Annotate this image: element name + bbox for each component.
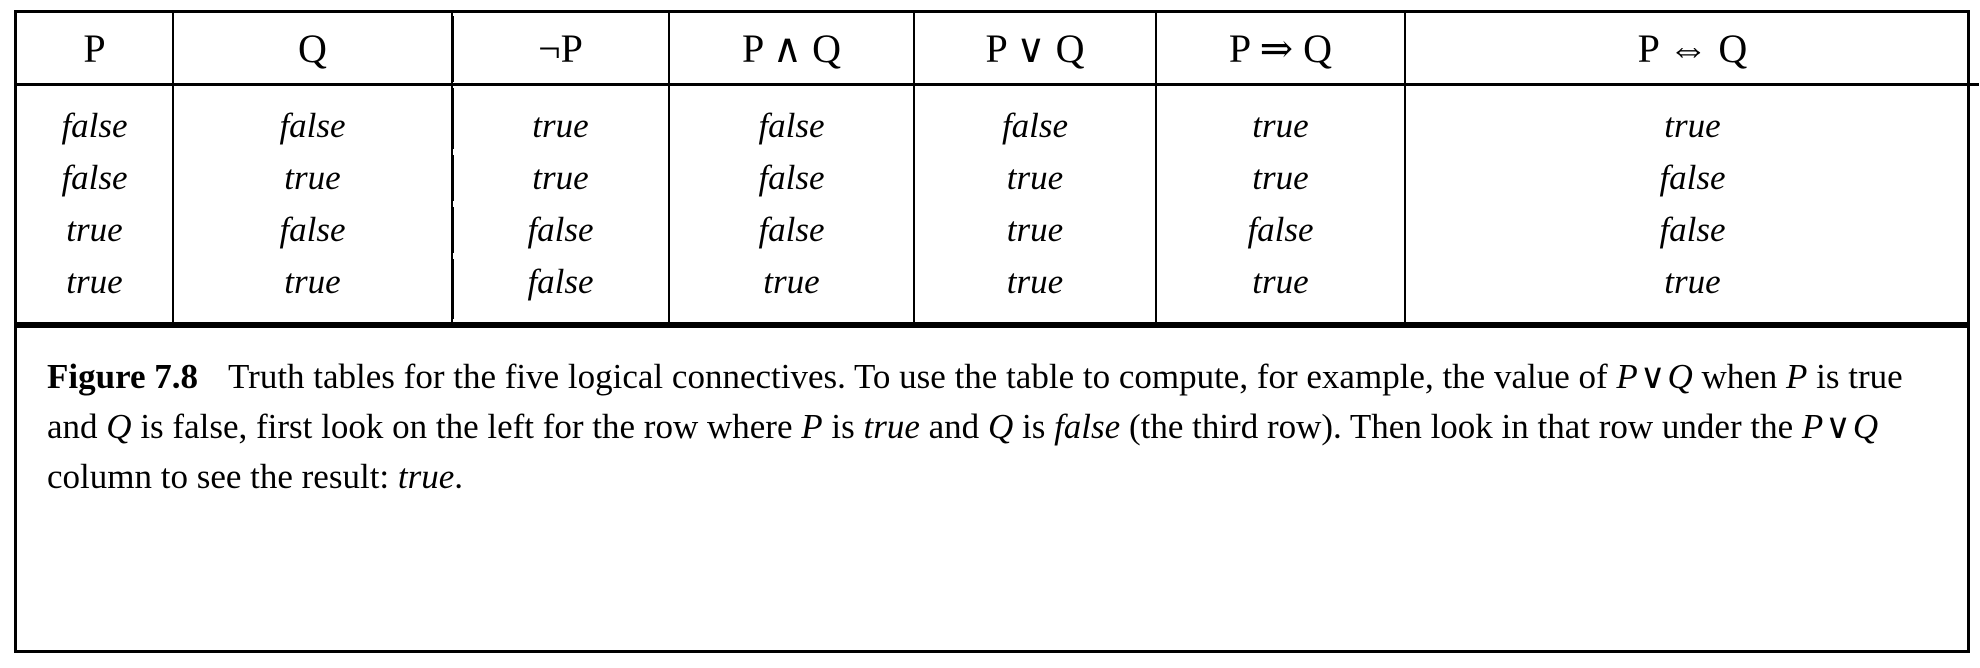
column-header-not-p: ¬P: [452, 13, 670, 86]
table-row: true true false true true true true: [17, 256, 1979, 322]
cell-p: true: [17, 204, 174, 256]
cell-q: false: [173, 204, 453, 256]
cell-q: true: [173, 256, 453, 322]
cell-or: true: [914, 152, 1157, 204]
cell-imp: true: [1156, 84, 1406, 152]
figure-label: Figure 7.8: [47, 357, 199, 396]
caption-math-p-4: P: [1801, 407, 1824, 446]
table-row: true false false false true false false: [17, 204, 1979, 256]
table-row: false false true false false true true: [17, 84, 1979, 152]
table-caption-divider: [17, 322, 1967, 328]
cell-np: false: [452, 256, 670, 322]
cell-np: false: [452, 204, 670, 256]
cell-or: false: [914, 84, 1157, 152]
cell-p: false: [17, 84, 174, 152]
column-header-p-and-q: P ∧ Q: [669, 13, 915, 86]
truth-table: P Q ¬P P ∧ Q P ∨ Q P ⇒ Q P ⇔ Q false fal…: [17, 13, 1979, 322]
figure-caption: Figure 7.8 Truth tables for the five logi…: [17, 328, 1967, 502]
caption-text-6: and: [919, 407, 988, 446]
column-header-q: Q: [173, 13, 453, 86]
cell-and: false: [669, 84, 915, 152]
caption-text-10: .: [454, 457, 464, 496]
cell-iff: false: [1659, 158, 1726, 197]
cell-q: true: [173, 152, 453, 204]
cell-or: true: [914, 204, 1157, 256]
cell-iff: true: [1664, 262, 1721, 301]
figure-container: P Q ¬P P ∧ Q P ∨ Q P ⇒ Q P ⇔ Q false fal…: [14, 10, 1979, 653]
caption-text-2: when: [1692, 357, 1787, 396]
cell-and: false: [669, 152, 915, 204]
caption-math-q-3: Q: [987, 407, 1014, 446]
cell-imp: false: [1156, 204, 1406, 256]
column-header-p-implies-q: P ⇒ Q: [1156, 13, 1406, 86]
caption-text-1: Truth tables for the five logical connec…: [228, 357, 1617, 396]
cell-np: true: [452, 152, 670, 204]
cell-imp: true: [1156, 256, 1406, 322]
caption-or-operator-2: ∨: [1825, 407, 1851, 446]
caption-math-p-3: P: [801, 407, 823, 446]
caption-text-3: is true and: [47, 357, 1903, 446]
cell-or: true: [914, 256, 1157, 322]
table-row: false true true false true true false: [17, 152, 1979, 204]
caption-math-q-1: Q: [1667, 357, 1693, 396]
cell-iff: true: [1664, 106, 1721, 145]
cell-p: true: [17, 256, 174, 322]
caption-math-p-1: P: [1616, 357, 1638, 396]
column-header-p: P: [17, 13, 174, 86]
cell-q: false: [173, 84, 453, 152]
caption-text-5: is: [822, 407, 864, 446]
caption-text-9: column to see the result:: [47, 457, 398, 496]
caption-text-7: is: [1013, 407, 1055, 446]
table-header-row: P Q ¬P P ∧ Q P ∨ Q P ⇒ Q P ⇔ Q: [17, 13, 1979, 86]
cell-imp: true: [1156, 152, 1406, 204]
cell-and: false: [669, 204, 915, 256]
caption-value-true-1: true: [863, 407, 920, 446]
caption-text-8: (the third row). Then look in that row u…: [1120, 407, 1802, 446]
cell-p: false: [17, 152, 174, 204]
caption-math-q-2: Q: [106, 407, 132, 446]
caption-value-true-2: true: [397, 457, 455, 496]
caption-text-4: is false, first look on the left for the…: [131, 407, 802, 446]
cell-np: true: [452, 84, 670, 152]
caption-math-q-4: Q: [1852, 407, 1879, 446]
column-header-p-or-q: P ∨ Q: [914, 13, 1157, 86]
caption-value-false-1: false: [1054, 407, 1121, 446]
caption-or-operator-1: ∨: [1639, 357, 1666, 396]
cell-and: true: [669, 256, 915, 322]
cell-iff: false: [1659, 210, 1726, 249]
caption-math-p-2: P: [1786, 357, 1808, 396]
column-header-p-iff-q: P ⇔ Q: [1405, 13, 1979, 86]
